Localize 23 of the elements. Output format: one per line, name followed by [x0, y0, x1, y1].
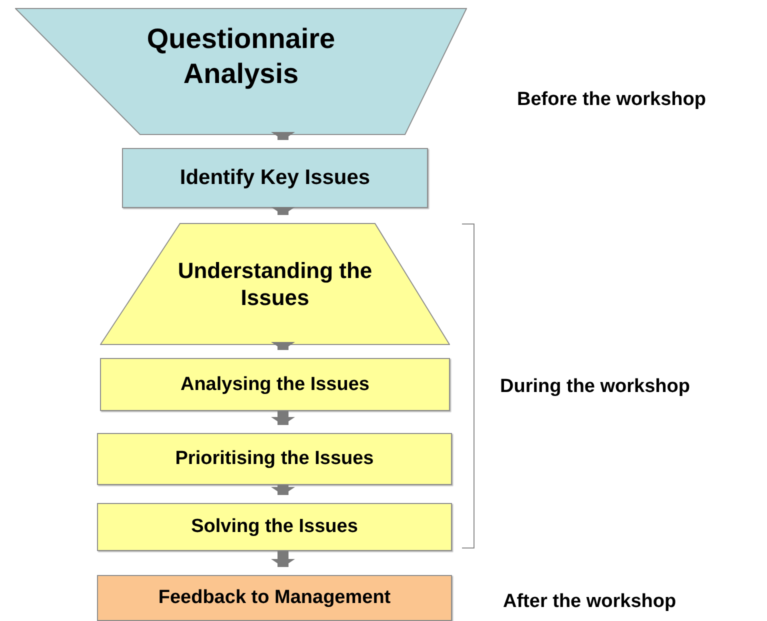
node-label: Solving the Issues	[191, 515, 358, 539]
node-label: Prioritising the Issues	[175, 447, 374, 471]
node-label: Analysing the Issues	[180, 372, 370, 396]
process-box	[122, 148, 428, 208]
trapezoid-shape	[100, 223, 450, 345]
phase-label: After the workshop	[503, 590, 676, 614]
phase-label: Before the workshop	[517, 88, 706, 112]
node-label: Understanding the Issues	[176, 256, 374, 312]
phase-label: During the workshop	[500, 375, 690, 399]
arrow	[271, 551, 295, 567]
node-label: Feedback to Management	[158, 586, 391, 610]
arrow	[271, 411, 295, 425]
node-label: Questionnaire Analysis	[146, 22, 336, 90]
arrow	[271, 485, 295, 495]
arrow	[271, 207, 295, 215]
arrow	[271, 132, 295, 140]
process-box	[100, 358, 450, 411]
node-label: Identify Key Issues	[180, 164, 370, 191]
process-box	[97, 433, 452, 485]
process-box	[97, 503, 452, 551]
funnel-shape	[15, 8, 467, 135]
arrow	[271, 342, 295, 350]
process-box	[97, 575, 452, 621]
